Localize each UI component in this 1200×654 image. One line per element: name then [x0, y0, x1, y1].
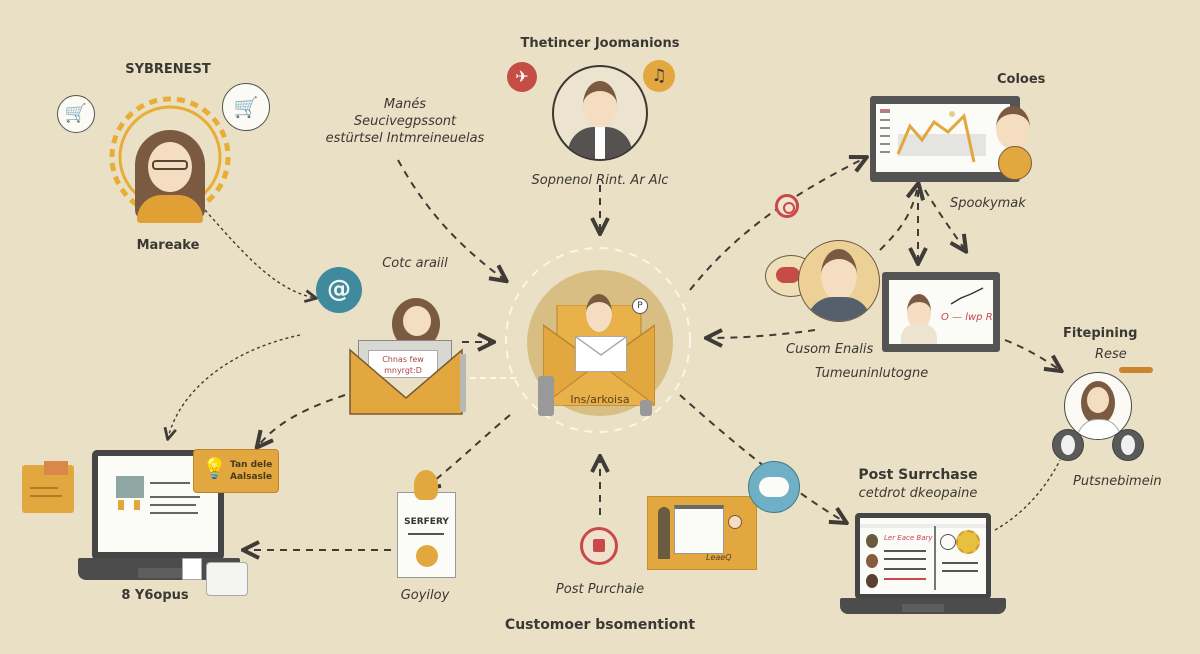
analytics-heading: Coloes [997, 72, 1046, 87]
persona-face [586, 294, 612, 332]
diagram-title: Customoer bsomentiont [504, 617, 696, 633]
shopping-cart-icon: 🛒 [57, 95, 95, 133]
hand-left-icon [538, 376, 554, 416]
laptop-screen: Ler Eace Bary [855, 513, 991, 599]
board: LeaeQ [647, 496, 757, 570]
mascot-icon [414, 470, 438, 500]
survey-document: SERFERY [397, 492, 456, 578]
shopping-cart-dark-icon: 🛒 [222, 83, 270, 131]
target-icon [775, 194, 799, 218]
persona-avatar [552, 65, 648, 161]
segmentation-line-3: estürtsel Intmreineuelas [325, 131, 485, 146]
shopping-bag-icon[interactable] [580, 527, 618, 565]
listener-figure [728, 515, 742, 529]
no-plane-icon: ✈ [507, 62, 537, 92]
survey-title: SERFERY [404, 517, 449, 527]
arrow-right-icon [1119, 367, 1153, 373]
followup-subheading: Rese [1095, 347, 1127, 362]
segmentation-line-2: Seucivegpssont [353, 114, 457, 129]
segmentation-line-1: Manés [383, 97, 427, 112]
post-purchase-caption: Post Purchaie [555, 582, 645, 597]
email-contact-heading: Cotc araiil [382, 256, 448, 271]
presenter-figure [658, 507, 670, 559]
cloud-icon [748, 461, 800, 513]
flag-icon: P [632, 298, 648, 314]
analyst-avatar [996, 106, 1030, 150]
survey-caption: Goyiloy [400, 588, 450, 603]
envelope-icon [349, 348, 466, 415]
mail-icon [575, 336, 627, 372]
custom-emails-caption: Cusom Enalis [786, 342, 874, 357]
top-persona-heading: Thetincer Joomanions [520, 36, 680, 51]
persona-body [137, 195, 203, 223]
music-note-icon: ♫ [643, 60, 675, 92]
badge-icon [998, 146, 1032, 180]
paper-sheet [206, 562, 248, 596]
post-purchase-right-heading: Post Surrchase [858, 467, 978, 483]
tip-bubble: 💡 Tan dele Aalsasle [193, 449, 279, 493]
persona-avatar [798, 240, 880, 322]
at-sign-icon[interactable]: @ [316, 267, 362, 313]
analytics-caption: Spookymak [950, 196, 1026, 211]
awareness-caption: Mareake [136, 238, 200, 253]
glasses-icon [152, 160, 188, 170]
laptop-left-caption: 8 Y6opus [121, 588, 189, 603]
analytics-monitor [870, 96, 1020, 182]
magnifier-icon [416, 545, 438, 567]
laptop-keyboard [840, 598, 1006, 614]
line-chart-icon [880, 109, 986, 163]
followup-heading: Fitepining [1063, 326, 1138, 341]
hub-label: Ins/arkoisa [570, 393, 630, 406]
user-icon [1052, 429, 1084, 461]
custom-emails-subcaption: Tumeuninlutogne [815, 366, 929, 381]
persona-face [403, 306, 431, 336]
awareness-heading: SYBRENEST [125, 62, 211, 77]
chat-note-icon [22, 461, 74, 513]
persona-avatar [1064, 372, 1132, 440]
top-persona-caption: Sopnenol Rint. Ar Alc [531, 173, 669, 188]
post-purchase-right-caption: cetdrot dkeopaine [858, 486, 978, 501]
letter: Chnas few mnyrgt:D [368, 350, 438, 378]
user-icon [1112, 429, 1144, 461]
lightbulb-icon: 💡 [202, 456, 227, 480]
hand-right-icon [640, 400, 652, 416]
receipt-icon [182, 558, 202, 580]
video-monitor: O — lwp R [882, 272, 1000, 352]
followup-caption: Putsnebimein [1073, 474, 1162, 489]
segmentation-note: Manés Seucivegpssont estürtsel Intmreine… [320, 96, 490, 147]
